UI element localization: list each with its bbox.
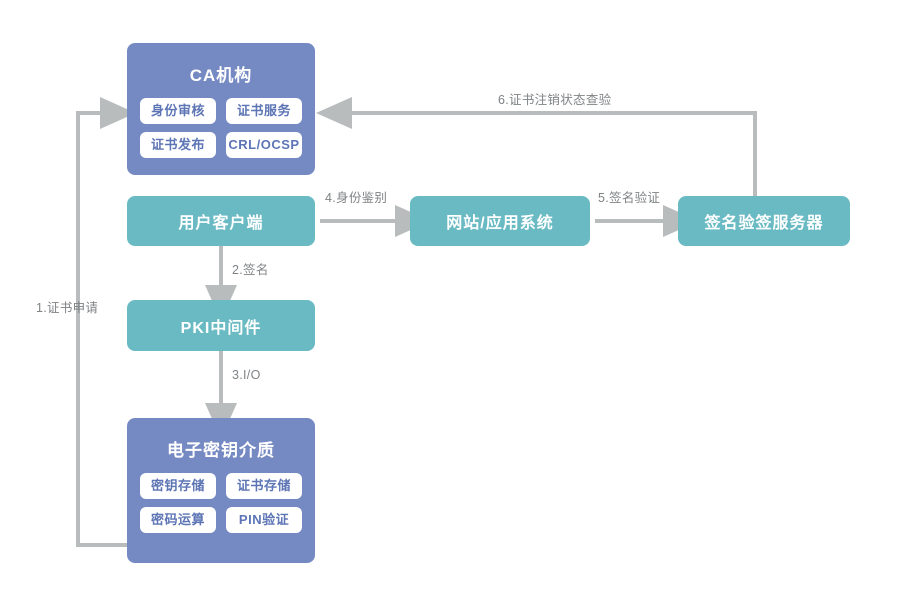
node-user-client[interactable]: 用户客户端	[127, 196, 315, 246]
key-medium-capability-list: 密钥存储 证书存储 密码运算 PIN验证	[127, 473, 315, 533]
node-pki-middleware[interactable]: PKI中间件	[127, 300, 315, 351]
node-signature-verification-server-title: 签名验签服务器	[704, 215, 824, 232]
key-medium-pill-pin-verification[interactable]: PIN验证	[226, 507, 302, 533]
node-key-medium-title: 电子密钥介质	[167, 441, 275, 460]
key-medium-pill-certificate-storage[interactable]: 证书存储	[226, 473, 302, 499]
edge-6-revocation-status-check	[316, 97, 757, 196]
node-key-medium[interactable]: 电子密钥介质 密钥存储 证书存储 密码运算 PIN验证	[127, 418, 315, 563]
edge-label-5: 5.签名验证	[598, 191, 661, 205]
ca-pill-certificate-service[interactable]: 证书服务	[226, 98, 302, 124]
edge-1-certificate-application	[76, 97, 136, 547]
key-medium-pill-key-storage[interactable]: 密钥存储	[140, 473, 216, 499]
ca-capability-list: 身份审核 证书服务 证书发布 CRL/OCSP	[127, 98, 315, 158]
edge-label-3: 3.I/O	[232, 368, 261, 382]
edge-label-6: 6.证书注销状态查验	[498, 93, 612, 107]
ca-pill-identity-review[interactable]: 身份审核	[140, 98, 216, 124]
node-user-client-title: 用户客户端	[178, 215, 264, 232]
node-pki-middleware-title: PKI中间件	[180, 319, 262, 337]
ca-pill-certificate-publish[interactable]: 证书发布	[140, 132, 216, 158]
node-signature-verification-server[interactable]: 签名验签服务器	[678, 196, 850, 246]
edge-label-1: 1.证书申请	[36, 301, 99, 315]
key-medium-pill-crypto-operation[interactable]: 密码运算	[140, 507, 216, 533]
edge-label-4: 4.身份鉴别	[325, 191, 388, 205]
edge-label-2: 2.签名	[232, 263, 269, 277]
node-ca-authority-title: CA机构	[189, 66, 253, 85]
node-website-application-system-title: 网站/应用系统	[446, 215, 554, 232]
node-website-application-system[interactable]: 网站/应用系统	[410, 196, 590, 246]
ca-pill-crl-ocsp[interactable]: CRL/OCSP	[226, 132, 302, 158]
node-ca-authority[interactable]: CA机构 身份审核 证书服务 证书发布 CRL/OCSP	[127, 43, 315, 175]
